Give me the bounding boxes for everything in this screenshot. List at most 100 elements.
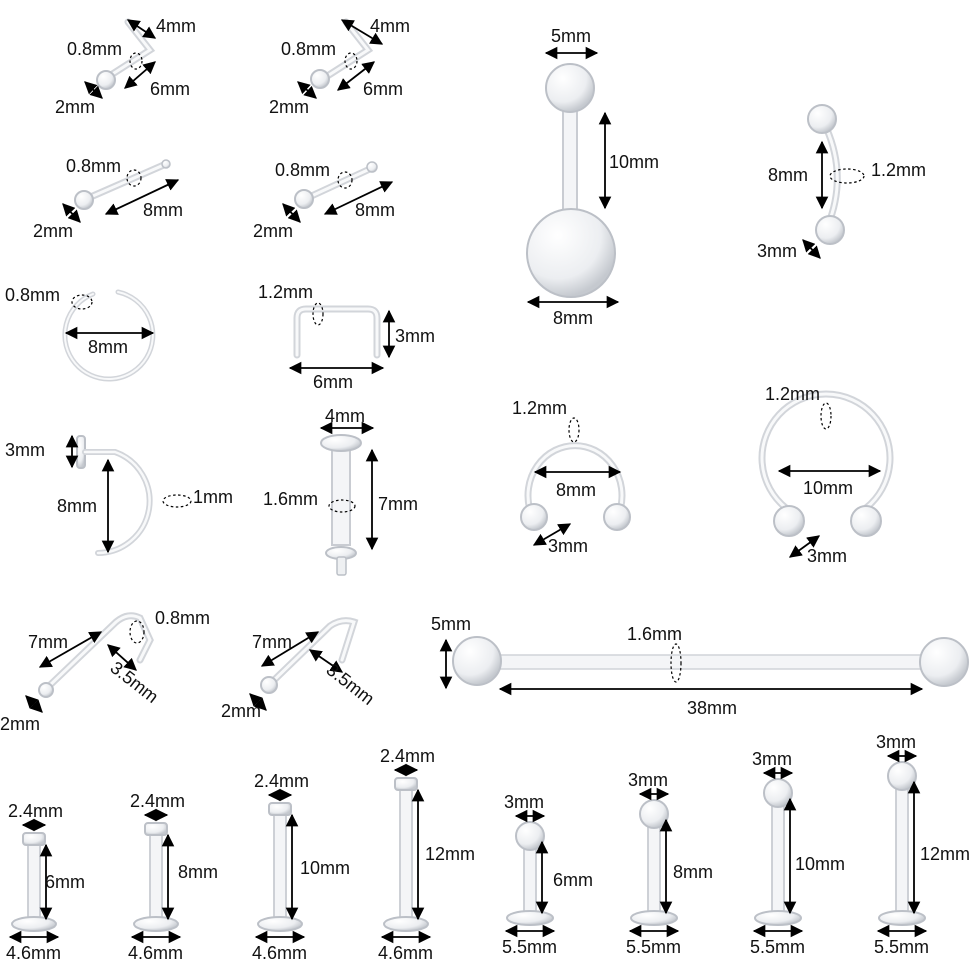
label: 1.6mm	[627, 624, 682, 644]
labret-stud: 3mm 12mm 5.5mm	[874, 732, 970, 957]
label: 0.8mm	[275, 160, 330, 180]
label: 6mm	[150, 79, 190, 99]
label: 3.5mm	[323, 659, 379, 709]
labret-base	[383, 916, 429, 932]
top-label: 2.4mm	[380, 746, 435, 766]
base-label: 5.5mm	[874, 937, 929, 957]
label: 2mm	[0, 714, 40, 734]
top-label: 3mm	[752, 749, 792, 769]
base-label: 4.6mm	[252, 943, 307, 963]
labret-stem	[399, 787, 413, 922]
labret-base	[11, 916, 57, 932]
label: 0.8mm	[66, 156, 121, 176]
top-label: 2.4mm	[254, 771, 309, 791]
label: 3.5mm	[107, 657, 163, 707]
label: 0.8mm	[281, 39, 336, 59]
nose-l-stud-1: 4mm 0.8mm 6mm 2mm	[55, 16, 196, 117]
nose-l-stud-2: 4mm 0.8mm 6mm 2mm	[269, 16, 410, 117]
label: 4mm	[325, 406, 365, 426]
nose-screw-1: 0.8mm 7mm 3.5mm 2mm	[0, 608, 210, 734]
base-label: 5.5mm	[502, 937, 557, 957]
staple-retainer: 1.2mm 3mm 6mm	[258, 282, 435, 392]
labret-stem	[771, 796, 785, 916]
label: 1.2mm	[765, 384, 820, 404]
label: 8mm	[768, 165, 808, 185]
label: 2mm	[55, 97, 95, 117]
labret-stem	[647, 817, 661, 916]
labret-ball	[515, 821, 545, 851]
label: 6mm	[313, 372, 353, 392]
labret-base	[630, 910, 678, 926]
nose-hook: 3mm 8mm 1mm	[5, 434, 233, 556]
length-label: 6mm	[45, 872, 85, 892]
labret-disc-top	[144, 822, 168, 836]
label: 1mm	[193, 487, 233, 507]
labret-stud: 2.4mm 6mm 4.6mm	[6, 801, 85, 963]
nose-screw-2: 7mm 3.5mm 2mm	[221, 617, 379, 721]
label: 8mm	[143, 200, 183, 220]
label: 1.2mm	[871, 160, 926, 180]
label: 6mm	[363, 79, 403, 99]
length-label: 12mm	[920, 844, 970, 864]
labret-stem	[523, 839, 537, 916]
horseshoe-small: 1.2mm 8mm 3mm	[512, 398, 631, 556]
horseshoe-large: 1.2mm 10mm 3mm	[758, 384, 894, 566]
top-label: 2.4mm	[130, 791, 185, 811]
label: 7mm	[378, 494, 418, 514]
nose-hoop-ring: 0.8mm 8mm	[5, 285, 156, 382]
label: 3mm	[5, 440, 45, 460]
labret-stem	[273, 812, 287, 922]
labret-stud: 3mm 6mm 5.5mm	[502, 792, 593, 957]
labret-disc-top	[268, 802, 292, 816]
label: 4mm	[370, 16, 410, 36]
label: 38mm	[687, 698, 737, 718]
label: 1.6mm	[263, 489, 318, 509]
labret-ball	[887, 761, 917, 791]
labret-base	[754, 910, 802, 926]
label: 0.8mm	[155, 608, 210, 628]
base-label: 4.6mm	[6, 943, 61, 963]
label: 3mm	[548, 536, 588, 556]
length-label: 6mm	[553, 870, 593, 890]
label: 4mm	[156, 16, 196, 36]
base-label: 4.6mm	[378, 943, 433, 963]
label: 3mm	[395, 326, 435, 346]
labret-stem	[27, 842, 41, 922]
industrial-barbell: 5mm 1.6mm 38mm	[431, 614, 969, 718]
labret-ball	[763, 778, 793, 808]
label: 8mm	[57, 496, 97, 516]
labret-ball	[639, 799, 669, 829]
length-label: 10mm	[300, 858, 350, 878]
top-label: 2.4mm	[8, 801, 63, 821]
labret-stud: 2.4mm 8mm 4.6mm	[128, 791, 218, 963]
labret-stud: 2.4mm 10mm 4.6mm	[252, 771, 350, 963]
label: 2mm	[221, 701, 261, 721]
label: 2mm	[33, 221, 73, 241]
label: 10mm	[609, 152, 659, 172]
label: 1.2mm	[512, 398, 567, 418]
label: 3mm	[807, 546, 847, 566]
label: 10mm	[803, 478, 853, 498]
labret-base	[133, 916, 179, 932]
label: 2mm	[269, 97, 309, 117]
labret-base	[506, 910, 554, 926]
nose-bone-2: 0.8mm 8mm 2mm	[253, 160, 395, 241]
labret-stem	[149, 832, 163, 922]
top-label: 3mm	[876, 732, 916, 752]
label: 0.8mm	[5, 285, 60, 305]
label: 8mm	[556, 480, 596, 500]
labret-disc-top	[394, 777, 418, 791]
label: 8mm	[88, 337, 128, 357]
labret-disc-top	[22, 832, 46, 846]
label: 8mm	[355, 200, 395, 220]
label: 0.8mm	[67, 39, 122, 59]
label: 3mm	[757, 241, 797, 261]
length-label: 12mm	[425, 844, 475, 864]
length-label: 8mm	[178, 862, 218, 882]
top-label: 3mm	[504, 792, 544, 812]
flat-back-plug: 4mm 1.6mm 7mm	[263, 406, 418, 576]
base-label: 4.6mm	[128, 943, 183, 963]
